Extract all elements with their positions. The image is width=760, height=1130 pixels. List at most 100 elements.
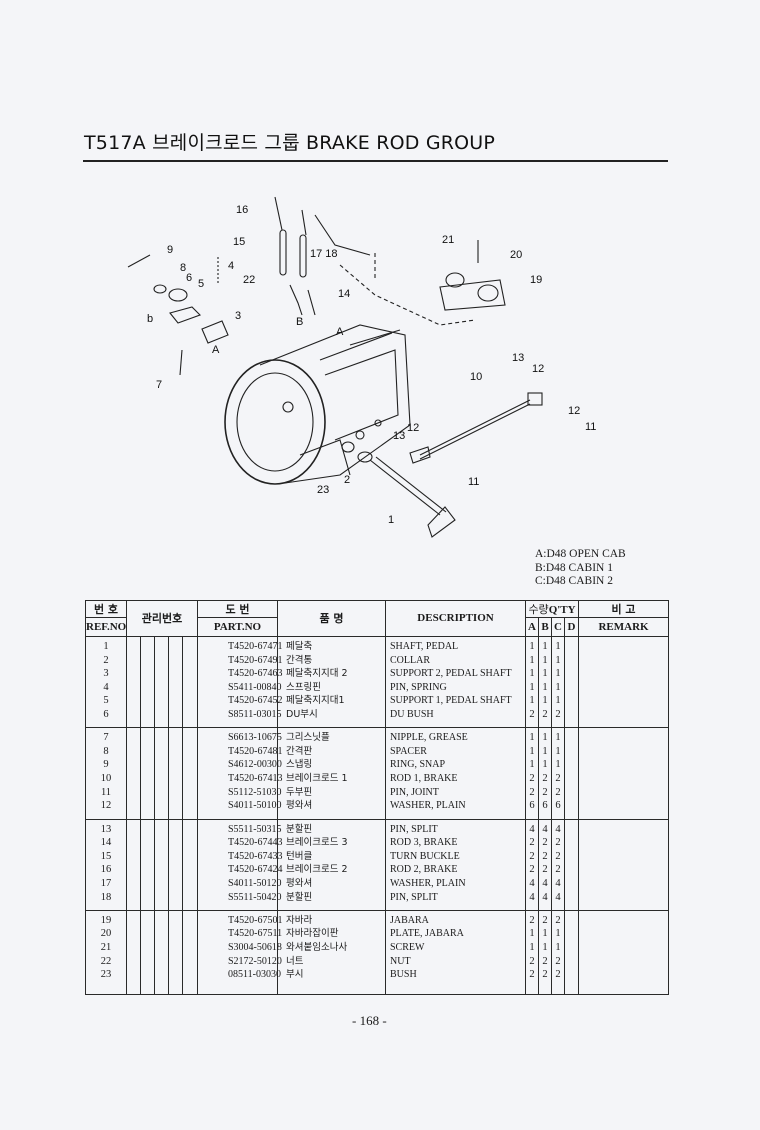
cell-ko-line: 간격판 bbox=[286, 745, 313, 757]
cell-ref-line: 21 bbox=[100, 942, 112, 954]
cell-desc-line: PIN, SPLIT bbox=[390, 823, 438, 835]
cell-ref-line: 3 bbox=[103, 668, 109, 680]
svg-text:11: 11 bbox=[468, 476, 479, 488]
cell-empty bbox=[140, 635, 155, 729]
cell-part-line: T4520-67501 bbox=[228, 914, 283, 926]
cell-c-line: 2 bbox=[555, 786, 561, 798]
svg-text:14: 14 bbox=[338, 288, 350, 300]
cell-a-line: 1 bbox=[529, 732, 535, 744]
cell-d-line bbox=[565, 863, 578, 877]
svg-text:21: 21 bbox=[442, 234, 454, 246]
cell-desc-line: PIN, JOINT bbox=[390, 786, 439, 798]
svg-text:12: 12 bbox=[532, 363, 544, 375]
cell-empty bbox=[154, 909, 169, 996]
cell-d-line bbox=[565, 731, 578, 745]
legend-item-c: C:D48 CABIN 2 bbox=[535, 575, 613, 587]
cell-d-line bbox=[565, 914, 578, 928]
cell-b-line: 4 bbox=[542, 891, 548, 903]
cell-ref-line: 13 bbox=[100, 823, 112, 835]
cell-b-line: 2 bbox=[542, 773, 548, 784]
cell-c-line: 4 bbox=[555, 823, 561, 835]
cell-a-line: 2 bbox=[529, 850, 535, 862]
cell-a-line: 1 bbox=[529, 928, 535, 940]
cell-ko-line: 자바라 bbox=[286, 914, 313, 926]
legend-item-a: A:D48 OPEN CAB bbox=[535, 548, 626, 560]
cell-b-line: 1 bbox=[542, 942, 548, 954]
svg-text:19: 19 bbox=[530, 274, 542, 286]
cell-c-line: 4 bbox=[555, 877, 561, 889]
cell-d bbox=[563, 909, 580, 996]
svg-text:11: 11 bbox=[585, 421, 596, 433]
cell-part-line: S4612-00300 bbox=[228, 759, 282, 771]
cell-ko-line: 너트 bbox=[286, 955, 304, 967]
svg-text:13: 13 bbox=[512, 352, 524, 364]
cell-c-line: 6 bbox=[555, 800, 561, 812]
cell-d bbox=[563, 635, 580, 729]
cell-ko-line: 두부핀 bbox=[286, 786, 313, 798]
cell-d-line bbox=[565, 891, 578, 905]
cell-a-line: 1 bbox=[529, 745, 535, 757]
cell-d-line bbox=[565, 786, 578, 800]
cell-d-line bbox=[565, 968, 578, 982]
cell-d-line bbox=[565, 955, 578, 969]
cell-a-line: 2 bbox=[529, 773, 535, 784]
cell-empty bbox=[168, 818, 183, 911]
header-remark-ko: 비 고 bbox=[578, 599, 670, 619]
cell-ref-line: 12 bbox=[100, 800, 112, 812]
cell-ref-line: 19 bbox=[100, 914, 112, 926]
page-title: T517A 브레이크로드 그룹 BRAKE ROD GROUP bbox=[84, 132, 496, 154]
cell-part-line: T4520-67452 bbox=[228, 695, 283, 707]
svg-text:23: 23 bbox=[317, 484, 329, 496]
header-part-en: PART.NO bbox=[197, 617, 278, 637]
cell-c-line: 2 bbox=[555, 969, 561, 981]
cell-ko-line: 자바라잡이판 bbox=[286, 928, 339, 940]
cell-empty bbox=[182, 635, 198, 729]
cell-desc-line: SHAFT, PEDAL bbox=[390, 640, 459, 652]
cell-ref-line: 10 bbox=[100, 773, 112, 784]
cell-ko-line: 브레이크로드 3 bbox=[286, 837, 348, 849]
cell-d-line bbox=[565, 654, 578, 668]
cell-ko-line: 분할핀 bbox=[286, 891, 313, 903]
cell-a-line: 1 bbox=[529, 654, 535, 666]
cell-c-line: 2 bbox=[555, 864, 561, 876]
cell-c-line: 1 bbox=[555, 654, 561, 666]
cell-desc-line: ROD 3, BRAKE bbox=[390, 837, 458, 849]
cell-empty bbox=[168, 635, 183, 729]
cell-empty bbox=[578, 727, 670, 820]
cell-ko-line: 턴버클 bbox=[286, 850, 313, 862]
cell-b-line: 2 bbox=[542, 864, 548, 876]
cell-ko-line: 페달축지지대 2 bbox=[286, 668, 348, 680]
cell-a-line: 2 bbox=[529, 708, 535, 720]
cell-desc-line: NIPPLE, GREASE bbox=[390, 732, 468, 744]
cell-a-line: 1 bbox=[529, 668, 535, 680]
cell-desc-line: NUT bbox=[390, 955, 411, 967]
svg-text:16: 16 bbox=[236, 204, 248, 216]
svg-text:12: 12 bbox=[568, 405, 580, 417]
cell-empty bbox=[182, 818, 198, 911]
cell-ref-line: 20 bbox=[100, 928, 112, 940]
cell-part-line: S3004-50618 bbox=[228, 942, 282, 954]
header-ref-en: REF.NO bbox=[85, 617, 127, 637]
svg-text:12: 12 bbox=[407, 422, 419, 434]
page-number: - 168 - bbox=[352, 1013, 387, 1028]
cell-empty bbox=[140, 818, 155, 911]
cell-ref-line: 14 bbox=[100, 837, 112, 849]
cell-a-line: 4 bbox=[529, 823, 535, 835]
cell-d-line bbox=[565, 681, 578, 695]
cell-c-line: 2 bbox=[555, 914, 561, 926]
cell-ko-line: 평와셔 bbox=[286, 877, 313, 889]
cell-part-line: S2172-50120 bbox=[228, 955, 282, 967]
cell-a-line: 1 bbox=[529, 695, 535, 707]
cell-c-line: 1 bbox=[555, 942, 561, 954]
